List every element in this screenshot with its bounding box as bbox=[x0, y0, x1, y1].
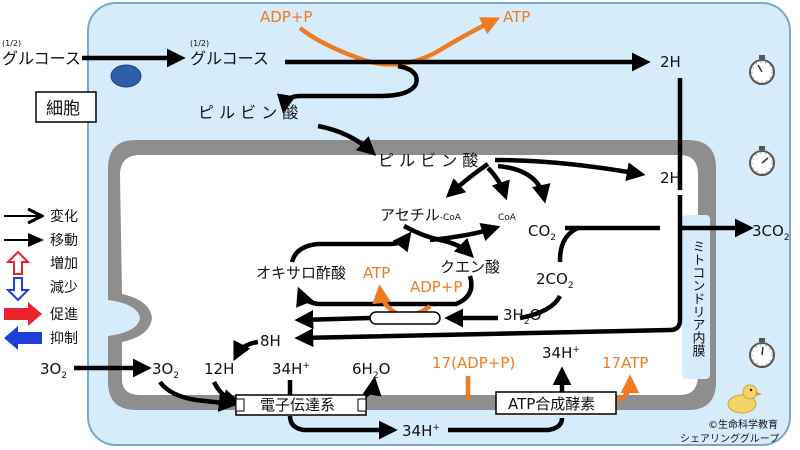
legend-move: 移動 bbox=[50, 233, 78, 249]
stopwatch-icon bbox=[749, 55, 775, 85]
pyruvate-import-arrow bbox=[317, 123, 377, 156]
legend-inhibit-icon bbox=[4, 326, 42, 350]
glucose-inside: グルコース bbox=[190, 49, 269, 68]
pyruvate-cytosol: ピ ル ビ ン 酸 bbox=[198, 103, 298, 122]
atp-cycle: ATP bbox=[363, 264, 390, 282]
credit-line1: ©生命科学教育 bbox=[708, 418, 778, 431]
water-6: 6H2O bbox=[352, 360, 390, 381]
proton-34-right: 34H+ bbox=[542, 344, 580, 362]
oxygen-inside: 3O2 bbox=[152, 360, 179, 381]
hydrogen-top: 2H bbox=[660, 53, 681, 71]
glucose-to-pyruvate-arrow bbox=[276, 63, 419, 114]
legend-promote: 促進 bbox=[50, 307, 78, 323]
proton-pump-arrow bbox=[287, 415, 398, 440]
pyruvate-to-h-arrow bbox=[494, 157, 646, 182]
atp-top: ATP bbox=[503, 8, 530, 26]
pyruvate-to-co2-arrow bbox=[497, 163, 551, 204]
legend-decrease-icon bbox=[5, 277, 31, 302]
legend-inhibit: 抑制 bbox=[50, 331, 78, 347]
h8-to-etc-arrow bbox=[233, 339, 259, 362]
half-label-inside: (1/2) bbox=[190, 39, 209, 48]
cell-label-box bbox=[35, 91, 97, 123]
pyruvate-mito: ピ ル ビ ン 酸 bbox=[378, 151, 478, 170]
stopwatch-icon bbox=[749, 146, 775, 176]
legend-increase-icon bbox=[5, 250, 31, 275]
etc-box-cap-right bbox=[357, 398, 367, 412]
atp-synthase-label: ATP合成酵素 bbox=[508, 395, 595, 413]
proton-return-line bbox=[448, 417, 565, 433]
atp-17: 17ATP bbox=[602, 354, 648, 372]
atp-output-arrow bbox=[615, 374, 640, 403]
citrate: クエン酸 bbox=[440, 258, 500, 276]
atp-synthase-box bbox=[495, 391, 617, 415]
co2-out: 3CO2 bbox=[752, 222, 790, 243]
legend-promote-icon bbox=[4, 302, 42, 326]
legend-change: 変化 bbox=[50, 208, 78, 225]
half-label-outside: (1/2) bbox=[2, 39, 21, 48]
membrane-label-box bbox=[682, 215, 710, 379]
stopwatch-icon bbox=[749, 338, 775, 368]
cycle-to-h-arrow bbox=[294, 310, 371, 330]
cycle-carrier bbox=[369, 311, 441, 325]
proton-34-bottom: 34H+ bbox=[402, 422, 440, 440]
oxygen-to-etc-arrow bbox=[158, 380, 238, 412]
hydrogen-12: 12H bbox=[204, 360, 234, 378]
etc-label: 電子伝達系 bbox=[260, 396, 335, 414]
hydrogen-8: 8H bbox=[260, 332, 281, 350]
h12-to-etc-arrow bbox=[211, 380, 242, 408]
oxaloacetate-to-citrate-arrow bbox=[289, 231, 412, 263]
transporter-icon bbox=[110, 64, 142, 88]
adp-p-top: ADP+P bbox=[260, 8, 312, 26]
proton-34-left: 34H+ bbox=[272, 360, 310, 378]
hydrogen-mito: 2H bbox=[660, 169, 681, 187]
oxygen-outside: 3O2 bbox=[40, 360, 67, 381]
co2-cycle-line bbox=[519, 294, 563, 321]
legend-increase: 増加 bbox=[50, 256, 78, 272]
pyruvate-to-acetyl-arrow bbox=[445, 162, 490, 198]
adp-17: 17(ADP+P) bbox=[432, 354, 515, 372]
oxaloacetate: オキサロ酢酸 bbox=[256, 264, 346, 282]
coa-release-arrow bbox=[429, 223, 501, 243]
hydrogen-carrier-arrow bbox=[300, 78, 683, 338]
co2-cycle-link bbox=[557, 225, 580, 262]
legend-decrease: 減少 bbox=[50, 279, 78, 296]
co2-cycle: 2CO2 bbox=[536, 270, 574, 291]
pyruvate-to-coa-arrow bbox=[486, 166, 510, 201]
co2-mito: CO2 bbox=[528, 222, 556, 243]
glucose-outside: グルコース bbox=[2, 49, 81, 68]
adp-p-cycle: ADP+P bbox=[410, 278, 462, 296]
duck-mascot-icon bbox=[727, 384, 762, 414]
membrane-label: ミトコンドリア内膜 bbox=[690, 240, 706, 357]
credit-line2: シェアリンググループ bbox=[680, 432, 779, 445]
acetyl-coa: アセチル-CoA bbox=[380, 206, 462, 224]
coa-label: CoA bbox=[498, 213, 517, 223]
mitochondrion-matrix bbox=[120, 155, 698, 395]
cell-label: 細胞 bbox=[46, 99, 80, 119]
etc-box-cap-left bbox=[235, 398, 245, 412]
